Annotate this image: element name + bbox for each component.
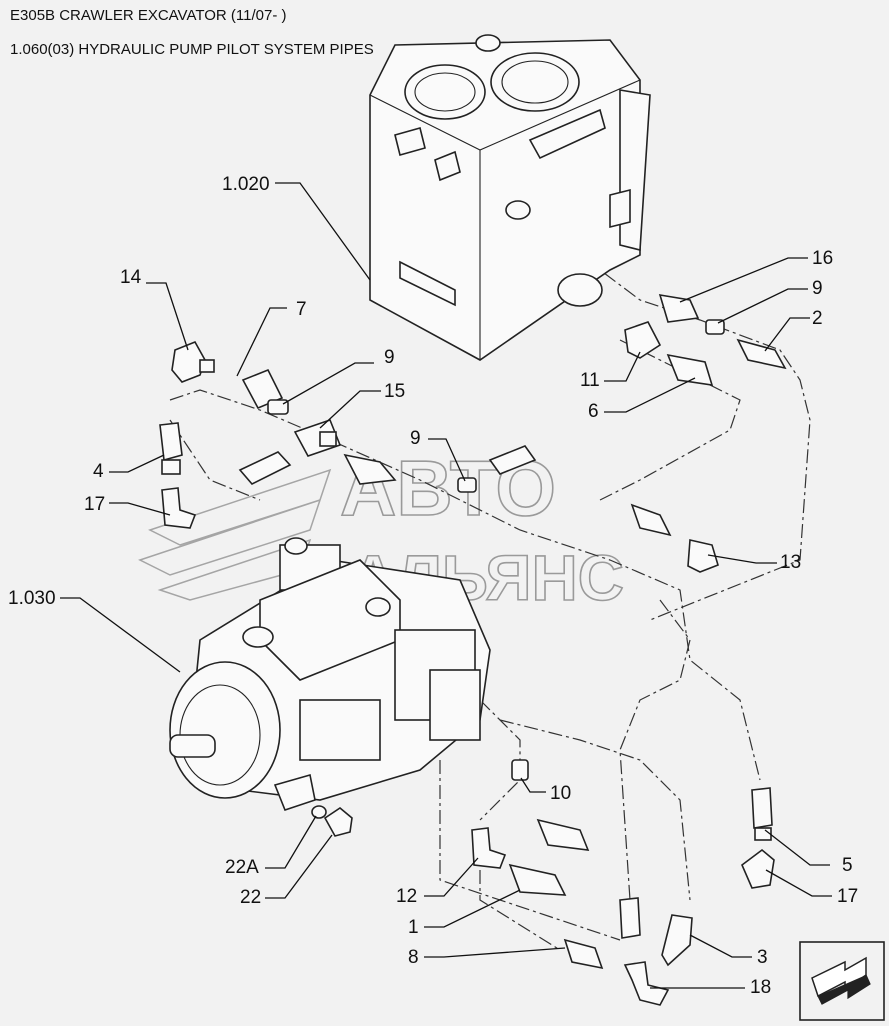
callout-15: 15 — [384, 381, 405, 402]
hose-end-18-up — [619, 897, 641, 939]
callout-7: 7 — [296, 299, 307, 320]
tee-15 — [293, 418, 342, 457]
callout-14: 14 — [120, 267, 142, 288]
callout-2: 2 — [812, 308, 823, 329]
tee-18 — [623, 961, 670, 1006]
drawing-section-title: 1.060(03) HYDRAULIC PUMP PILOT SYSTEM PI… — [10, 41, 374, 58]
callout-3: 3 — [757, 947, 768, 968]
elbow-nipple-14 — [199, 359, 215, 373]
nipple-5 — [754, 827, 772, 841]
hose-end-13 — [630, 503, 672, 537]
callout-1020: 1.020 — [222, 174, 270, 195]
callout-16: 16 — [812, 248, 833, 269]
callout-4: 4 — [93, 461, 104, 482]
plug-22 — [323, 807, 353, 837]
hose-end-left — [238, 451, 292, 485]
drawing-model-title: E305B CRAWLER EXCAVATOR (11/07- ) — [10, 7, 287, 24]
hose-end-4 — [159, 422, 183, 462]
adapter-9-right — [705, 319, 725, 335]
adapter-9-left — [267, 399, 289, 415]
elbow-3 — [661, 914, 693, 967]
elbow-fitting-14 — [171, 340, 206, 383]
fittings — [159, 294, 787, 1006]
hose-end-2 — [736, 338, 787, 370]
callout-17-right: 17 — [837, 886, 858, 907]
sleeve-8 — [563, 938, 604, 970]
elbow-13 — [687, 539, 719, 573]
callout-10: 10 — [550, 783, 571, 804]
callout-18: 18 — [750, 977, 771, 998]
callout-9-center: 9 — [410, 428, 421, 449]
tee-15-port — [319, 431, 337, 447]
hose-end-6 — [666, 353, 714, 386]
leader-lines — [60, 182, 832, 989]
valve-block — [369, 34, 651, 361]
o-ring-22a — [311, 805, 327, 819]
sleeve-7 — [241, 368, 284, 410]
callout-17-left: 17 — [84, 494, 105, 515]
elbow-11 — [624, 321, 662, 359]
callout-6: 6 — [588, 401, 599, 422]
hose-end-right — [343, 453, 397, 485]
callout-13: 13 — [780, 552, 801, 573]
callout-22a: 22A — [225, 857, 259, 878]
callout-labels: 1.020 1.030 14 7 9 15 4 17 9 16 9 2 11 6… — [8, 174, 858, 998]
callout-11: 11 — [580, 370, 600, 391]
elbow-17-right — [741, 848, 775, 889]
tee-16 — [658, 294, 700, 323]
callout-9-right: 9 — [812, 278, 823, 299]
callout-22: 22 — [240, 887, 261, 908]
nipple-4 — [161, 459, 181, 475]
elbow-17-left — [161, 487, 197, 529]
callout-12: 12 — [396, 886, 417, 907]
adapter-9-center — [457, 477, 477, 493]
hose-end-lower — [536, 818, 590, 851]
callout-8: 8 — [408, 947, 419, 968]
hose-end-1 — [508, 863, 567, 896]
plug-10 — [511, 759, 529, 781]
hydraulic-pump — [169, 537, 491, 811]
callout-1030: 1.030 — [8, 588, 56, 609]
pipe-routes — [169, 249, 811, 951]
callout-1: 1 — [408, 917, 419, 938]
hose-end-center — [488, 445, 537, 475]
hose-end-5 — [751, 787, 773, 829]
elbow-12 — [471, 827, 507, 869]
next-page-arrow-icon[interactable] — [799, 941, 885, 1021]
callout-9-top-left: 9 — [384, 347, 395, 368]
callout-5: 5 — [842, 855, 853, 876]
